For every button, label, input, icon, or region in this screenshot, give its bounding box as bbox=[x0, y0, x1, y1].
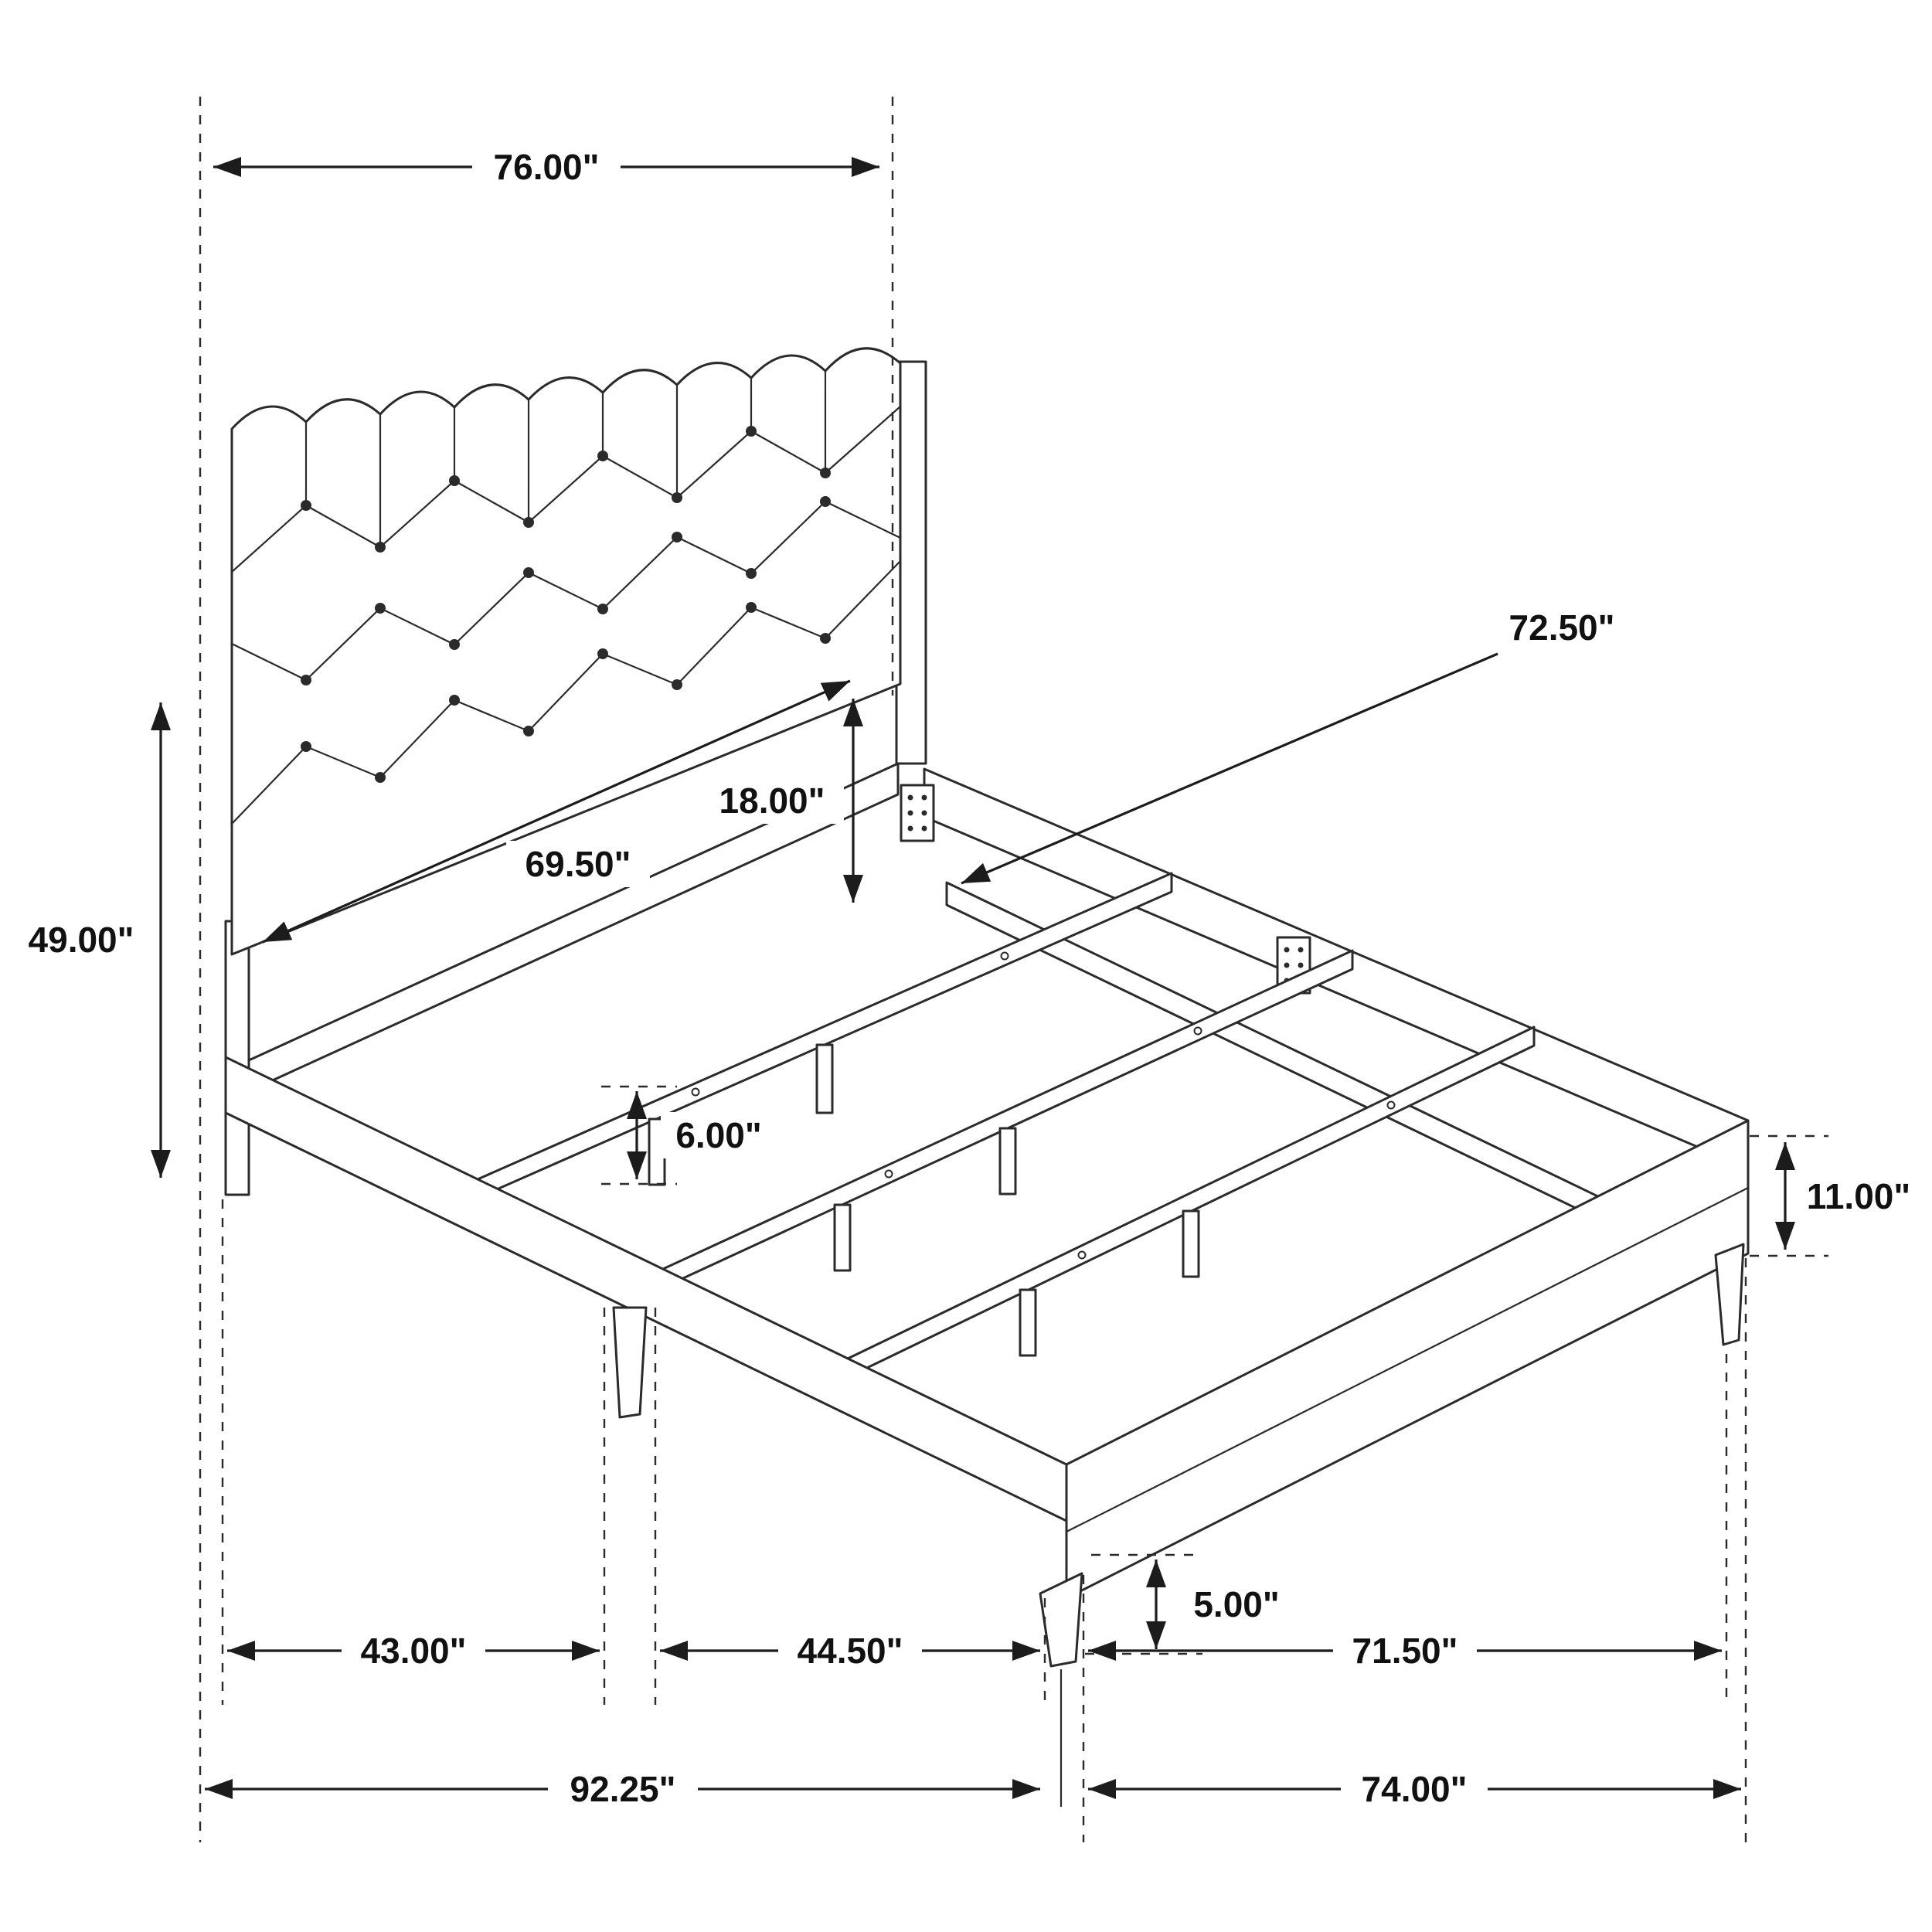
dimension-label-bg bbox=[8, 917, 155, 963]
dimension-label-bg bbox=[1333, 1628, 1477, 1674]
dimension-label-bg bbox=[548, 1766, 698, 1812]
slat-leg bbox=[1019, 1288, 1037, 1357]
headboard-tufting bbox=[232, 371, 900, 825]
mid-leg bbox=[612, 1306, 648, 1419]
slat-leg bbox=[1182, 1209, 1200, 1278]
dimension-overall-length: 92.25" bbox=[205, 1766, 1040, 1812]
dimension-headboard-panel-height: 18.00" bbox=[700, 699, 863, 903]
dimension-label: 76.00" bbox=[494, 147, 600, 187]
dimension-label-bg bbox=[1791, 1173, 1927, 1219]
dimension-label: 44.50" bbox=[798, 1631, 903, 1671]
dimension-overall-width-top: 76.00" bbox=[213, 144, 879, 190]
dimension-label: 43.00" bbox=[361, 1631, 467, 1671]
dimension-label-bg bbox=[506, 841, 650, 887]
dimension-slat-length: 72.50" bbox=[961, 604, 1636, 885]
dimension-label-bg bbox=[778, 1628, 922, 1674]
dimension-foot-leg-height: 5.00" bbox=[1146, 1560, 1295, 1649]
dimension-headboard-inner-width: 69.50" bbox=[262, 679, 851, 944]
dimension-label: 6.00" bbox=[675, 1115, 761, 1155]
dimension-foot-inner-width: 71.50" bbox=[1088, 1628, 1722, 1674]
dimension-slat-leg-height: 6.00" bbox=[627, 1091, 777, 1179]
slat-leg bbox=[815, 1043, 834, 1114]
foot-box-seam bbox=[1066, 1187, 1749, 1532]
foot-leg-far bbox=[1714, 1243, 1745, 1346]
dimension-label-bg bbox=[1341, 1766, 1488, 1812]
guide-lines bbox=[199, 97, 1828, 1842]
dimension-label-bg bbox=[700, 777, 844, 824]
slat-leg bbox=[998, 1127, 1017, 1196]
dimension-label: 18.00" bbox=[719, 781, 825, 821]
dimension-label-bg bbox=[342, 1628, 485, 1674]
foot-leg-near bbox=[1039, 1572, 1083, 1668]
dimension-mid-leg-to-foot-leg: 44.50" bbox=[660, 1628, 1040, 1674]
dimension-label-bg bbox=[472, 144, 621, 190]
dimension-label: 74.00" bbox=[1362, 1769, 1468, 1809]
dimensions: 76.00" 49.00" 18.00" 69.50" 72.50" bbox=[8, 144, 1927, 1812]
dimension-label-bg bbox=[1488, 604, 1636, 651]
near-side-rail bbox=[224, 1056, 1068, 1522]
bracket-plate bbox=[900, 784, 935, 842]
dimension-head-to-mid-leg: 43.00" bbox=[227, 1628, 600, 1674]
foot-box bbox=[1065, 1119, 1750, 1600]
dimension-rail-height: 11.00" bbox=[1775, 1142, 1927, 1250]
tuft-buttons bbox=[301, 426, 831, 783]
dimension-label: 71.50" bbox=[1352, 1631, 1458, 1671]
dimension-label: 11.00" bbox=[1807, 1176, 1910, 1216]
dimension-label: 92.25" bbox=[570, 1769, 676, 1809]
slat-leg bbox=[833, 1203, 852, 1272]
bed-drawing bbox=[224, 347, 1750, 1668]
dimension-label-bg bbox=[1178, 1581, 1295, 1628]
headboard bbox=[230, 347, 902, 956]
headboard-face bbox=[230, 347, 902, 956]
dimension-overall-width-bottom: 74.00" bbox=[1088, 1766, 1741, 1812]
dimension-label: 5.00" bbox=[1193, 1584, 1279, 1624]
dimension-label: 49.00" bbox=[29, 920, 134, 960]
dimension-label: 69.50" bbox=[526, 844, 631, 884]
dimension-headboard-height: 49.00" bbox=[8, 702, 171, 1178]
dimension-label: 72.50" bbox=[1509, 607, 1615, 648]
slats bbox=[476, 872, 1536, 1379]
dimension-label-bg bbox=[661, 1112, 777, 1158]
